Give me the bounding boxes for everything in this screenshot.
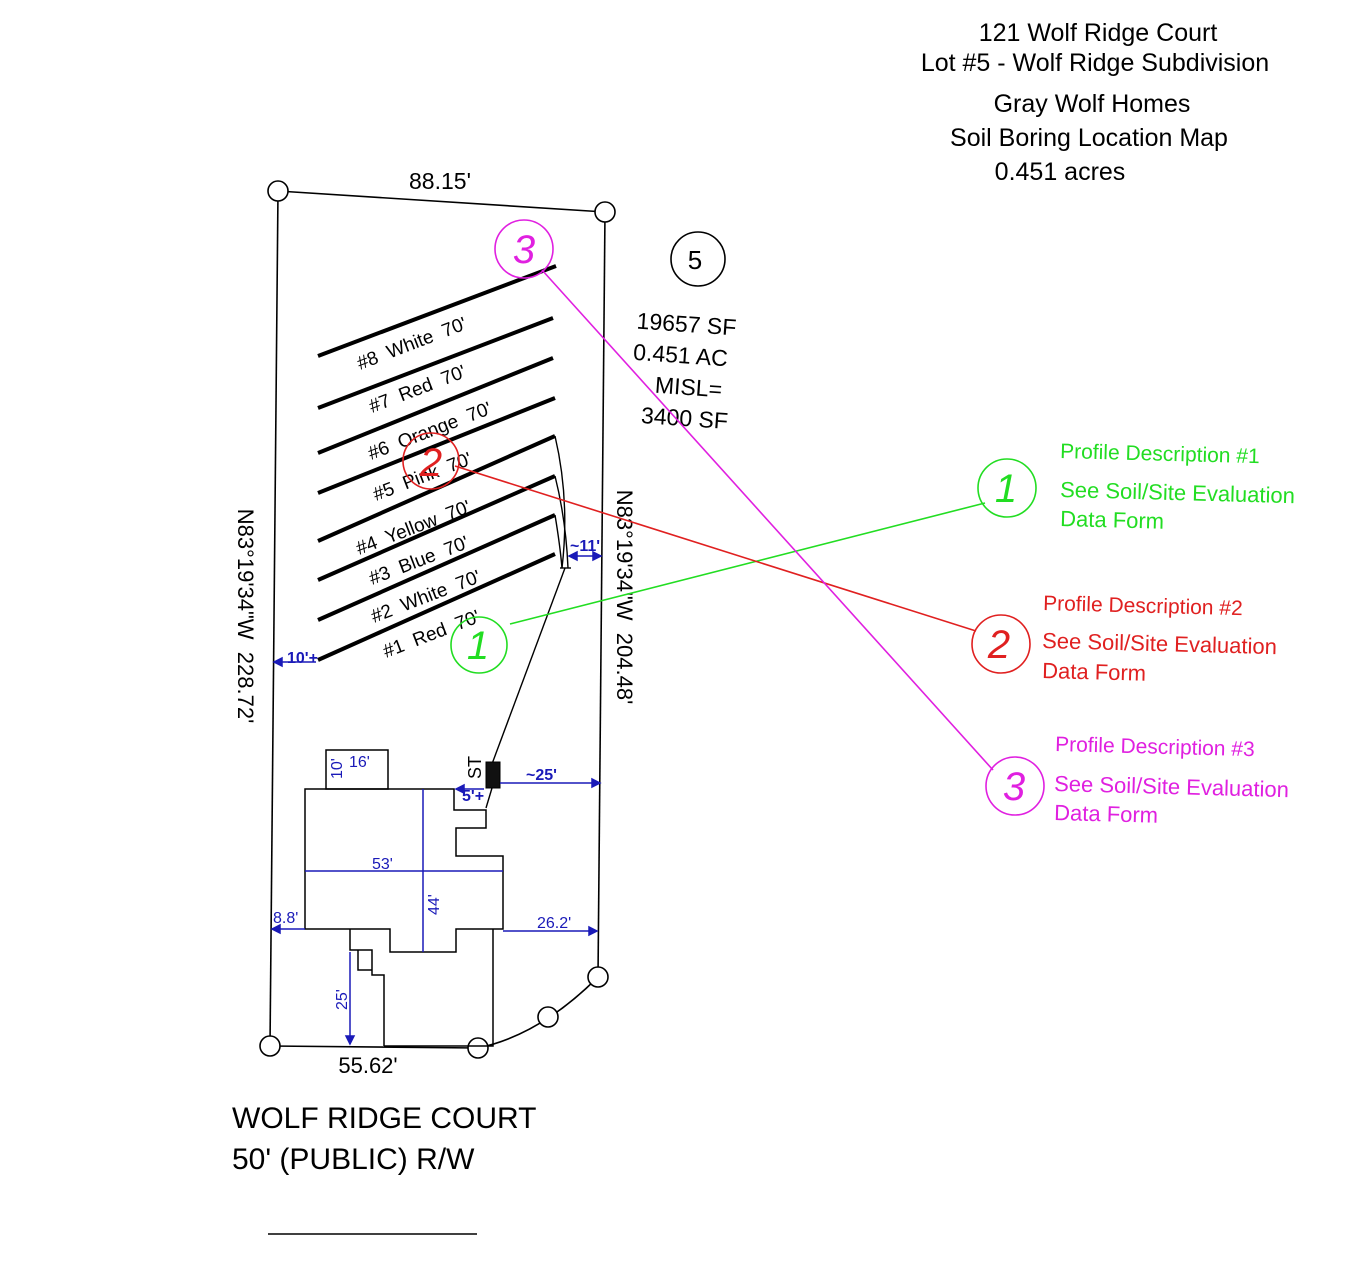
map-name-title: Soil Boring Location Map — [950, 124, 1228, 152]
tank-offset-dimension: 5'+ — [462, 788, 484, 805]
lot-title: Lot #5 - Wolf Ridge Subdivision — [921, 49, 1269, 77]
street-name: WOLF RIDGE COURT — [232, 1102, 536, 1135]
legend-1-title: Profile Description #1 — [1060, 440, 1260, 468]
front-left-dimension: 10'+ — [287, 650, 318, 667]
boring-2-number: 2 — [419, 441, 442, 485]
side-left-dimension: 8.8' — [273, 910, 298, 927]
acreage-title: 0.451 acres — [995, 158, 1126, 186]
top-boundary-label: 88.15' — [409, 168, 471, 194]
bottom-boundary-label: 55.62' — [338, 1053, 397, 1078]
lot-area-block: 19657 SF 0.451 AC MISL= 3400 SF — [632, 308, 737, 434]
tank-setback-dimension: ~25' — [526, 767, 557, 784]
boring-3-number: 3 — [513, 228, 535, 272]
street-row: 50' (PUBLIC) R/W — [232, 1143, 475, 1176]
dimension-labels: 10'+ ~11' ~25' 5'+ 53' 44' 16' 10' 8.8' … — [273, 538, 600, 1010]
legend-boring-3: 3 Profile Description #3 See Soil/Site E… — [985, 733, 1289, 828]
boring-1-leader — [509, 502, 986, 625]
misl-label: MISL= — [654, 372, 723, 403]
legend-3-line1: See Soil/Site Evaluation — [1054, 771, 1289, 802]
boring-1-marker: 1 — [450, 616, 508, 674]
legend-3-number: 3 — [1003, 765, 1025, 809]
legend-1-number: 1 — [995, 467, 1017, 511]
front-right-dimension: ~11' — [570, 538, 600, 555]
lot-number-marker: 5 — [670, 231, 726, 287]
legend-3-title: Profile Description #3 — [1055, 733, 1255, 761]
legend-2-line2: Data Form — [1042, 658, 1147, 686]
legend-1-line2: Data Form — [1060, 506, 1165, 534]
legend-boring-1: 1 Profile Description #1 See Soil/Site E… — [977, 440, 1295, 534]
legend-2-line1: See Soil/Site Evaluation — [1042, 628, 1277, 659]
lot-number: 5 — [688, 245, 702, 275]
boring-2-marker: 2 — [402, 432, 460, 490]
legend-boring-2: 2 Profile Description #2 See Soil/Site E… — [971, 592, 1277, 686]
side-right-dimension: 26.2' — [537, 915, 571, 932]
boring-3-marker: 3 — [494, 219, 554, 279]
porch-width-dimension: 16' — [349, 754, 370, 771]
boring-1-number: 1 — [467, 624, 489, 668]
tank-label: ST — [465, 756, 485, 779]
street-label: WOLF RIDGE COURT 50' (PUBLIC) R/W — [232, 1102, 536, 1176]
legend-2-number: 2 — [987, 623, 1010, 667]
legend-2-title: Profile Description #2 — [1043, 592, 1243, 620]
house-footprint — [304, 749, 504, 1047]
house-width-dimension: 53' — [372, 856, 393, 873]
area-sf: 19657 SF — [636, 308, 737, 341]
builder-title: Gray Wolf Homes — [994, 90, 1191, 118]
boring-3-leader — [541, 269, 994, 771]
house-depth-dimension: 44' — [426, 894, 443, 915]
legend-1-line1: See Soil/Site Evaluation — [1060, 477, 1295, 508]
boring-leaders — [454, 269, 994, 771]
boundary-corner-markers — [259, 180, 616, 1059]
left-boundary-label: N83°19'34"W 228.72' — [233, 509, 258, 724]
address-title: 121 Wolf Ridge Court — [979, 19, 1218, 47]
boring-2-leader — [454, 465, 977, 632]
area-ac: 0.451 AC — [632, 339, 728, 372]
dimension-lines — [270, 550, 603, 1046]
legend-3-line2: Data Form — [1054, 800, 1159, 828]
septic-tank-icon — [485, 761, 501, 789]
title-block: 121 Wolf Ridge Court Lot #5 - Wolf Ridge… — [921, 19, 1269, 186]
porch-depth-dimension: 10' — [329, 758, 346, 779]
driveway-dimension: 25' — [334, 989, 351, 1010]
tank-connector — [485, 787, 493, 809]
